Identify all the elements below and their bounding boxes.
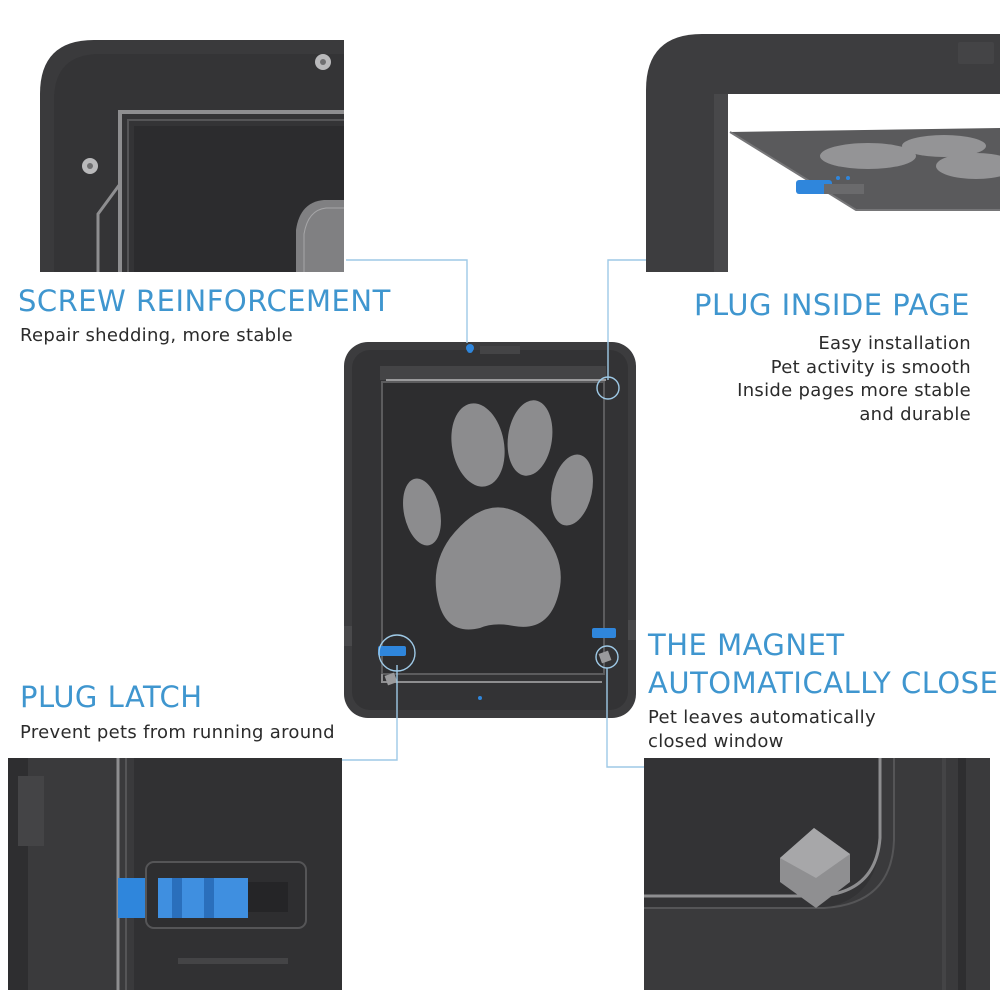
desc-line: Repair shedding, more stable	[20, 325, 294, 346]
screw-reinforcement-desc: Repair shedding, more stable	[20, 324, 293, 348]
plug-inside-page-desc: Easy installation Pet activity is smooth…	[737, 332, 971, 426]
plug-latch-slider	[158, 878, 248, 918]
pet-door-product-image	[330, 330, 650, 730]
desc-line: Easy installation	[818, 333, 971, 354]
plug-latch-icon	[378, 646, 406, 656]
plug-inside-page-heading: PLUG INSIDE PAGE	[694, 288, 970, 322]
plug-latch-desc: Prevent pets from running around	[20, 721, 335, 745]
desc-line: closed window	[648, 730, 784, 752]
desc-line: and durable	[859, 403, 971, 425]
desc-line: Pet leaves automatically	[648, 707, 876, 728]
plug-page-closeup-image	[646, 34, 1000, 272]
magnet-desc: Pet leaves automatically closed window	[648, 706, 876, 753]
screw-closeup-image	[10, 34, 344, 272]
desc-line: Inside pages more stable	[737, 380, 971, 401]
magnet-closeup-image	[644, 758, 990, 990]
desc-line: Prevent pets from running around	[20, 722, 335, 743]
desc-line: Pet activity is smooth	[770, 356, 971, 378]
magnet-heading-line-1: THE MAGNET	[648, 628, 845, 662]
screw-reinforcement-heading: SCREW REINFORCEMENT	[18, 284, 391, 318]
plug-latch-closeup-image	[8, 758, 342, 990]
blue-plug-icon	[796, 180, 832, 194]
paw-print-icon	[403, 400, 593, 630]
magnet-heading-line-2: AUTOMATICALLY CLOSES	[648, 666, 1000, 700]
plug-latch-heading: PLUG LATCH	[20, 680, 203, 714]
